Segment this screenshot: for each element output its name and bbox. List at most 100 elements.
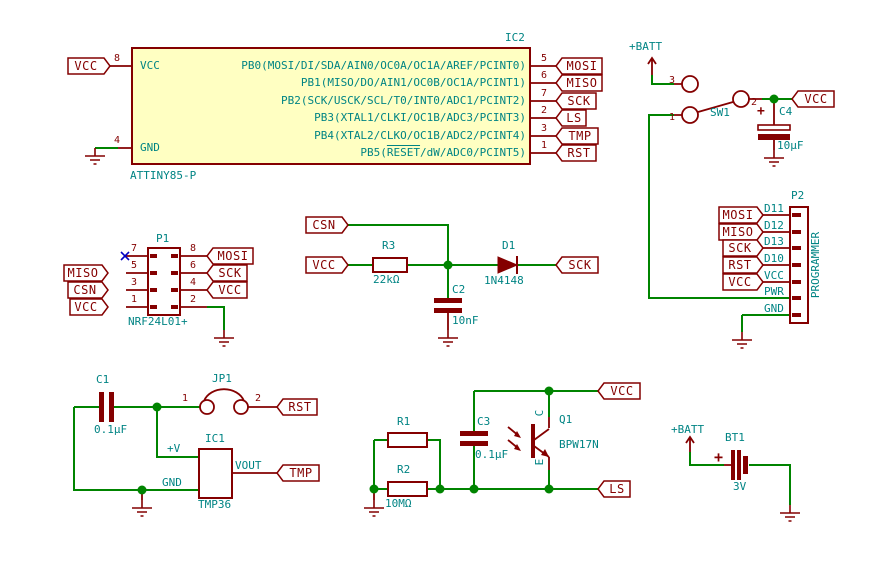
net-label-vcc-p1-left[interactable]: VCC (74, 300, 98, 314)
c2-value: 10nF (452, 314, 479, 327)
c1-ref: C1 (96, 373, 110, 386)
net-label-rst-p2[interactable]: RST (728, 258, 752, 272)
r1-symbol[interactable] (387, 432, 428, 448)
ic2-pin3-num: 3 (540, 123, 548, 134)
net-label-csn-mid[interactable]: CSN (312, 218, 336, 232)
ic2-pin5-num: 5 (540, 53, 548, 64)
pin-stubs (110, 56, 790, 500)
p2-pin-d12: D12 (764, 219, 784, 232)
q1-value: BPW17N (559, 438, 599, 451)
ic1-symbol[interactable] (198, 448, 233, 499)
net-label-miso-p2[interactable]: MISO (722, 225, 754, 239)
net-label-ls-ic2[interactable]: LS (566, 111, 582, 125)
c3-value: 0.1µF (475, 448, 509, 461)
net-label-rst-ic2[interactable]: RST (567, 146, 591, 160)
q1-emitter-label: E (533, 458, 546, 466)
net-label-tmp-ic1[interactable]: TMP (289, 466, 313, 480)
c4-ref: C4 (779, 105, 793, 118)
r2-symbol[interactable] (387, 481, 428, 497)
net-label-vcc-mid[interactable]: VCC (312, 258, 336, 272)
p1-pin8-num: 8 (190, 243, 197, 254)
net-label-sck-p2[interactable]: SCK (728, 241, 752, 255)
ic2-pin-pb5: PB5(RESET/dW/ADC0/PCINT5) (360, 147, 526, 159)
ic1-pin-vout: VOUT (235, 459, 262, 472)
ic2-pin-vcc: VCC (140, 59, 160, 72)
c4-plus-sign: + (757, 104, 765, 119)
ic2-pin2-num: 2 (540, 105, 548, 116)
net-label-sck-mid[interactable]: SCK (568, 258, 592, 272)
ic1-pin-gnd: GND (162, 476, 182, 489)
r3-symbol[interactable] (372, 257, 408, 273)
ic1-value: TMP36 (198, 498, 232, 511)
jp1-symbol[interactable] (199, 388, 249, 415)
net-label-vcc-q1[interactable]: VCC (610, 384, 634, 398)
p1-pin1-num: 1 (131, 294, 138, 305)
p2-pin-d11: D11 (764, 202, 784, 215)
c3-symbol[interactable] (460, 431, 488, 446)
p2-ref: P2 (791, 189, 805, 202)
q1-collector-label: C (533, 409, 546, 417)
sw1-pin3-num: 3 (669, 75, 676, 86)
ic2-pin-pb2: PB2(SCK/USCK/SCL/T0/INT0/ADC1/PCINT2) (280, 94, 526, 107)
bt1-ref: BT1 (725, 431, 745, 444)
jp1-ref: JP1 (212, 372, 232, 385)
batt-flag-bottom: +BATT (671, 423, 705, 436)
r3-value: 22kΩ (373, 273, 400, 286)
ic2-pin-pb0: PB0(MOSI/DI/SDA/AIN0/OC0A/OC1A/AREF/PCIN… (241, 59, 526, 72)
ic2-pin-pb3: PB3(XTAL1/CLKI/OC1B/ADC3/PCINT3) (314, 111, 526, 124)
net-label-vcc-sw[interactable]: VCC (804, 92, 828, 106)
p2-pin-d13: D13 (764, 235, 784, 248)
c1-symbol[interactable] (99, 392, 114, 422)
ic2-ref: IC2 (505, 31, 525, 44)
p1-pin7-num: 7 (131, 243, 138, 254)
p2-symbol[interactable] (789, 206, 809, 324)
c4-symbol[interactable] (757, 124, 791, 140)
p2-pin-d10: D10 (764, 252, 784, 265)
net-label-tmp-ic2[interactable]: TMP (568, 129, 592, 143)
d1-ref: D1 (502, 239, 516, 252)
net-label-rst-jp1[interactable]: RST (288, 400, 312, 414)
p1-ref: P1 (156, 232, 170, 245)
net-label-miso-ic2[interactable]: MISO (566, 76, 598, 90)
d1-symbol[interactable] (497, 256, 519, 274)
net-label-mosi-p2[interactable]: MOSI (722, 208, 754, 222)
net-label-shapes[interactable] (63, 57, 835, 498)
net-label-mosi-p1[interactable]: MOSI (217, 249, 249, 263)
jp1-pin2-num: 2 (255, 393, 262, 404)
net-label-miso-p1[interactable]: MISO (67, 266, 99, 280)
p2-pin-vcc: VCC (764, 269, 784, 282)
sw1-ref: SW1 (710, 106, 730, 119)
ic2-pin-gnd: GND (140, 141, 160, 154)
net-label-vcc-ic2[interactable]: VCC (74, 59, 98, 73)
net-label-csn-p1[interactable]: CSN (73, 283, 97, 297)
net-label-mosi-ic2[interactable]: MOSI (566, 59, 598, 73)
sw1-symbol[interactable] (681, 75, 750, 124)
bt1-plus-sign: + (714, 448, 724, 466)
net-label-sck-ic2[interactable]: SCK (567, 94, 591, 108)
ic2-pb5-pre: PB5( (360, 146, 387, 159)
net-label-vcc-p1-right[interactable]: VCC (218, 283, 242, 297)
ic2-pb5-reset: RESET (386, 146, 421, 159)
net-label-vcc-p2[interactable]: VCC (728, 275, 752, 289)
q1-symbol[interactable] (507, 424, 550, 458)
ic2-pb5-post: /dW/ADC0/PCINT5) (420, 146, 526, 159)
net-label-sck-p1[interactable]: SCK (218, 266, 242, 280)
ic2-symbol[interactable] (131, 47, 531, 165)
c1-value: 0.1µF (94, 423, 128, 436)
c3-ref: C3 (477, 415, 491, 428)
r1-ref: R1 (397, 415, 411, 428)
ic1-ref: IC1 (205, 432, 225, 445)
sw1-pin1-num: 1 (669, 112, 676, 123)
r3-ref: R3 (382, 239, 396, 252)
ic2-pin4-num: 4 (114, 135, 121, 146)
c2-symbol[interactable] (434, 298, 462, 313)
p1-symbol[interactable] (147, 247, 181, 316)
p1-pin3-num: 3 (131, 277, 138, 288)
ic2-pin-pb1: PB1(MISO/DO/AIN1/OC0B/OC1A/PCINT1) (300, 76, 526, 89)
bt1-symbol[interactable] (731, 450, 748, 480)
net-label-ls-q1[interactable]: LS (609, 482, 625, 496)
no-connect-icon (120, 251, 130, 261)
p1-pin2-num: 2 (190, 294, 197, 305)
p2-value: PROGRAMMER (809, 231, 822, 299)
